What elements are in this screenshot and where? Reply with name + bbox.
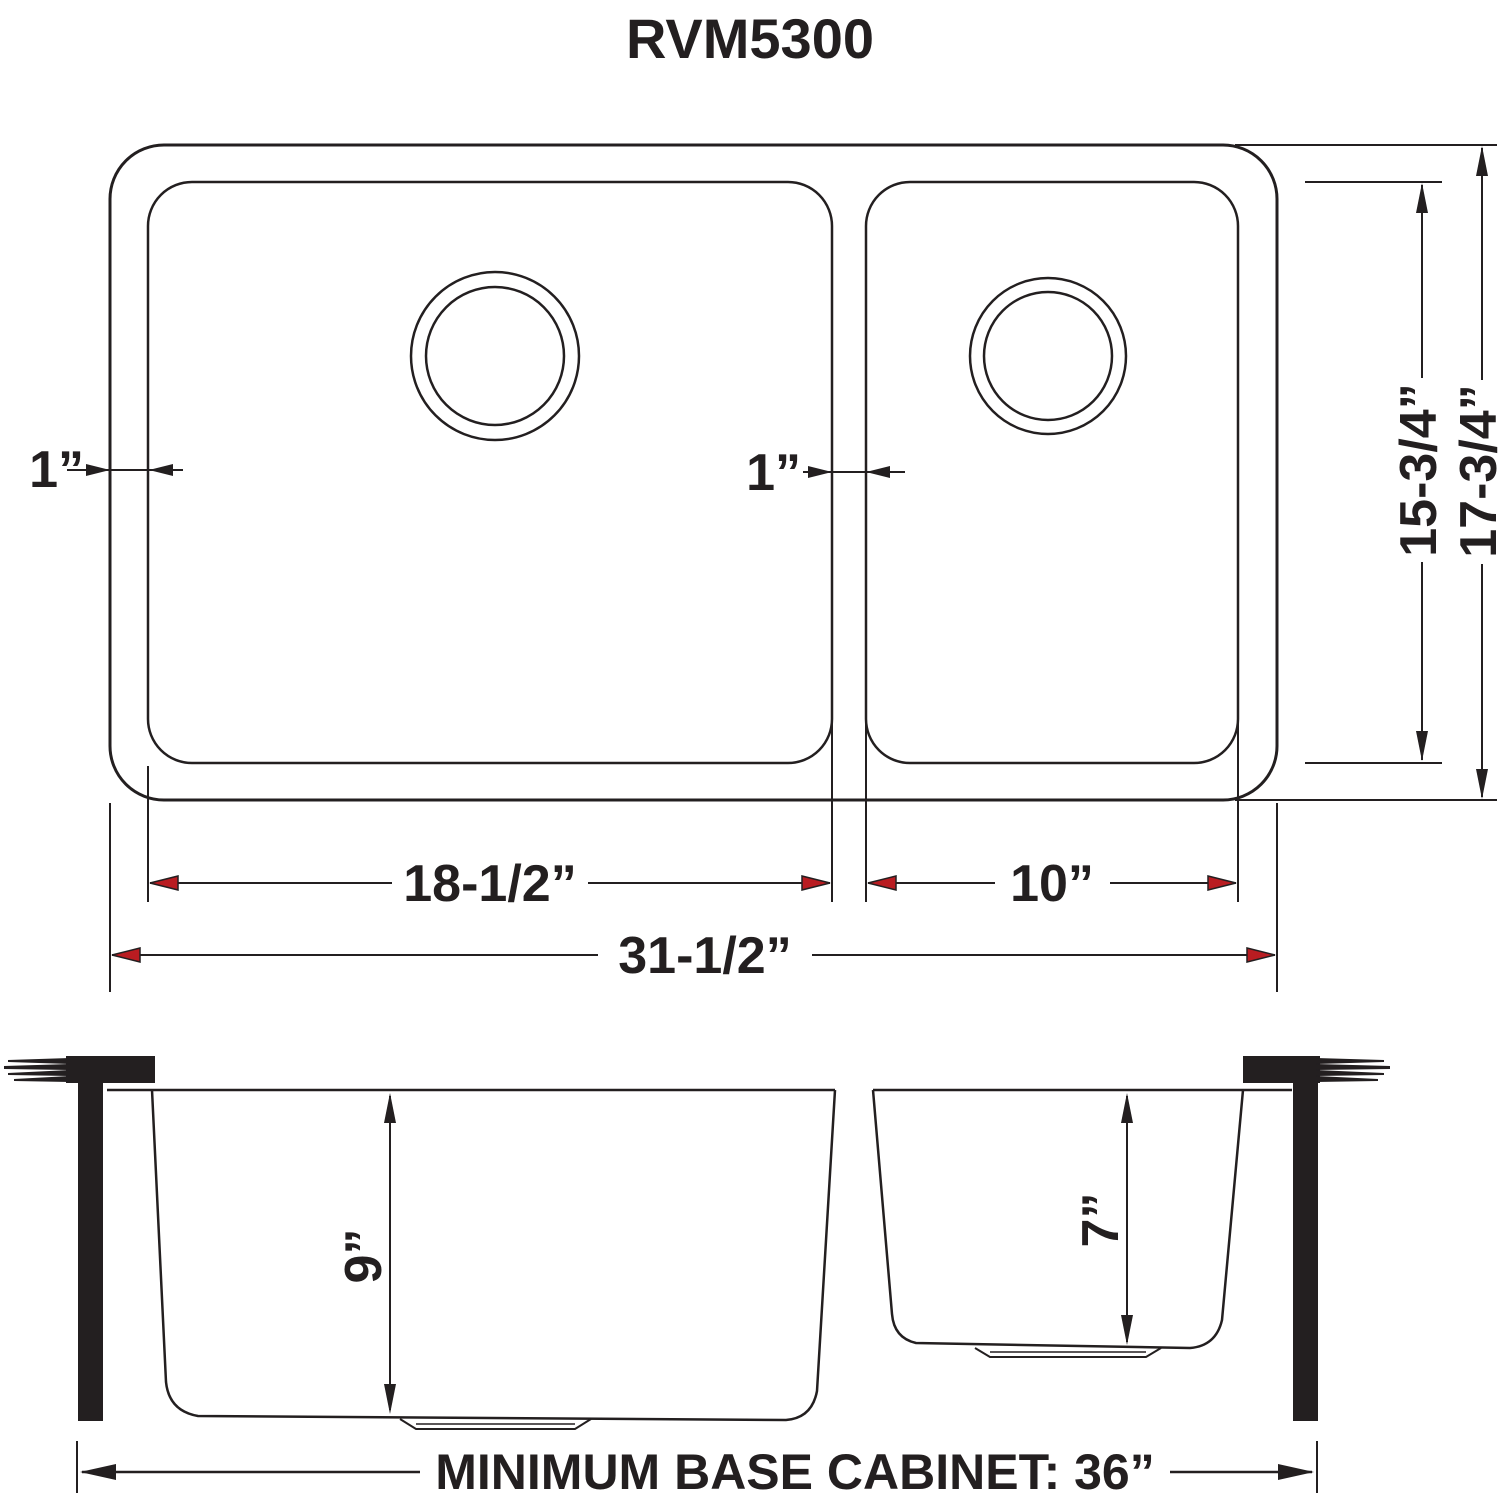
dim-label-left-bowl-depth: 9” [335,1229,393,1284]
dim-label-right-bowl-width: 10” [1010,855,1094,913]
dim-bowl-front-to-back: 15-3/4” [1390,183,1448,761]
left-bowl [146,180,834,765]
dim-divider-gap: 1” [746,444,905,502]
break-streak-icon [14,1076,70,1082]
right-bowl-profile [871,1089,1245,1350]
countertop-left [4,1056,155,1083]
dim-label-overall-width: 31-1/2” [618,927,791,985]
left-drain-inner-ring [424,285,566,427]
side-view: 9” 7” MINIMUM BASE CABINET: 36” [4,1056,1390,1500]
arrow-right-icon [1278,1464,1314,1480]
cabinet-wall-left [78,1083,103,1421]
arrow-right-icon [86,464,110,476]
arrow-up-icon [1476,146,1488,176]
dim-label-left-bowl-width: 18-1/2” [403,855,576,913]
arrow-up-icon [384,1093,396,1123]
dim-left-rim-gap: 1” [29,441,183,499]
arrow-left-icon [111,947,141,963]
top-view: 1” 1” 18-1/2” 10” [29,143,1500,992]
dim-right-bowl-width: 10” [867,855,1237,913]
cabinet-note-label: MINIMUM BASE CABINET: 36” [435,1444,1154,1500]
arrow-left-icon [80,1464,116,1480]
dim-label-overall-front-to-back: 17-3/4” [1450,384,1500,557]
outer-rim [108,143,1279,802]
arrow-left-icon [867,875,897,891]
dim-label-left-rim-gap: 1” [29,441,84,499]
right-bowl [864,180,1240,765]
arrow-down-icon [1121,1315,1133,1345]
arrow-up-icon [1121,1093,1133,1123]
dim-base-cabinet: MINIMUM BASE CABINET: 36” [76,1441,1318,1500]
drain-recesses [399,1347,1162,1430]
right-drain-outer-ring [968,276,1128,436]
arrow-right-icon [808,466,832,478]
dim-left-bowl-depth: 9” [335,1093,396,1414]
right-drain-inner-ring [982,290,1114,422]
cabinet-wall-right [1293,1083,1318,1421]
dim-overall-width: 31-1/2” [111,927,1276,985]
right-drain-recess [974,1347,1162,1358]
arrow-left-icon [866,466,890,478]
dim-right-bowl-depth: 7” [1072,1093,1133,1345]
left-bowl-profile [150,1089,837,1422]
countertop-right [1243,1056,1390,1083]
extension-lines [109,144,1497,992]
arrow-down-icon [1476,769,1488,799]
left-drain-recess [399,1418,592,1430]
left-drain-outer-ring [409,270,581,442]
break-streak-icon [1316,1064,1390,1070]
arrow-up-icon [1416,183,1428,213]
dim-overall-front-to-back: 17-3/4” [1450,146,1500,799]
break-streak-icon [4,1064,70,1070]
dim-label-right-bowl-depth: 7” [1072,1193,1130,1248]
break-streak-icon [8,1070,70,1076]
arrow-down-icon [1416,731,1428,761]
left-drain [409,270,581,442]
arrow-right-icon [801,875,831,891]
page-title: RVM5300 [626,7,874,70]
arrow-right-icon [1246,947,1276,963]
right-drain [968,276,1128,436]
dim-label-bowl-front-to-back: 15-3/4” [1390,383,1448,556]
arrow-right-icon [1207,875,1237,891]
arrow-left-icon [149,875,179,891]
arrow-down-icon [384,1384,396,1414]
sink-cross-section [107,1088,1292,1422]
break-streak-icon [8,1058,70,1064]
dim-left-bowl-width: 18-1/2” [149,855,831,913]
dim-label-divider-gap: 1” [746,444,801,502]
break-streak-icon [1316,1076,1378,1082]
break-streak-icon [1316,1070,1384,1076]
arrow-left-icon [149,464,173,476]
break-streak-icon [1316,1058,1384,1064]
